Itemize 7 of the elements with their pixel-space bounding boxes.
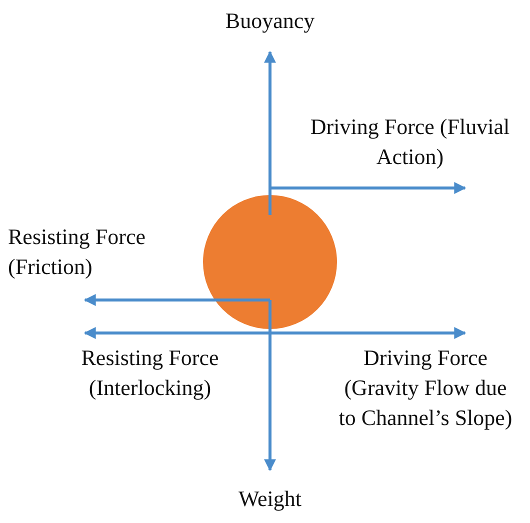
force-label: Resisting Force (Interlocking): [80, 344, 220, 402]
force-label: Driving Force (Fluvial Action): [309, 113, 511, 171]
force-label: Buoyancy: [224, 7, 316, 35]
force-label: Driving Force (Gravity Flow due to Channel’s Slope): [338, 344, 513, 432]
force-label: Resisting Force (Friction): [8, 223, 146, 281]
sphere-shape: [203, 195, 337, 329]
force-label: Weight: [238, 485, 302, 513]
